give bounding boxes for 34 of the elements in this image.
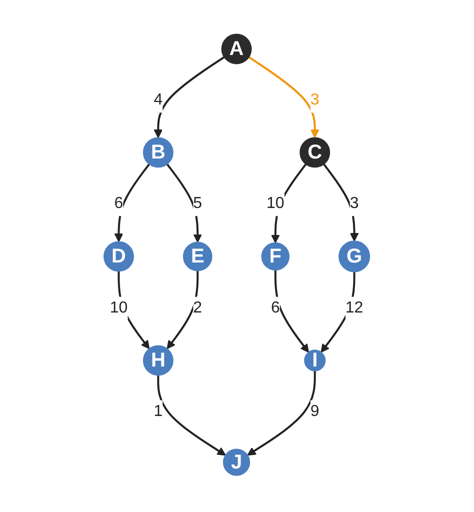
edge-label: 10 (266, 196, 285, 213)
arrow (166, 271, 199, 350)
edge-label: 6 (114, 196, 124, 213)
edge-label: 9 (310, 404, 320, 421)
arrow (154, 56, 225, 138)
node-circle: E (183, 242, 212, 272)
arrow (166, 164, 202, 244)
edge-label: 1 (154, 404, 163, 421)
node-circle: G (338, 241, 370, 273)
edge-label: 2 (193, 300, 202, 318)
node-circle: I (304, 350, 326, 372)
arrow (320, 272, 356, 354)
arrow (271, 164, 307, 244)
arrow (118, 272, 150, 350)
node-circle: H (143, 346, 174, 376)
edge-label: 5 (193, 196, 202, 213)
edge-label: 6 (271, 300, 280, 318)
edge-label: 12 (346, 300, 364, 318)
node-circle: C (300, 138, 330, 168)
edge-label: 10 (110, 300, 128, 318)
node-circle: D (104, 242, 134, 272)
edge-label: 3 (350, 196, 359, 213)
node-circle: J (223, 449, 250, 476)
node-circle: F (262, 242, 290, 271)
arrow (157, 376, 226, 456)
node-circle: A (222, 34, 252, 65)
arrow (114, 164, 150, 242)
arrow (323, 164, 359, 242)
node-circle: B (143, 138, 174, 168)
arrow (247, 371, 316, 456)
arrow (274, 270, 310, 354)
edge-label: 4 (154, 92, 163, 110)
arrow (248, 56, 320, 138)
edge-label: 3 (310, 92, 320, 110)
